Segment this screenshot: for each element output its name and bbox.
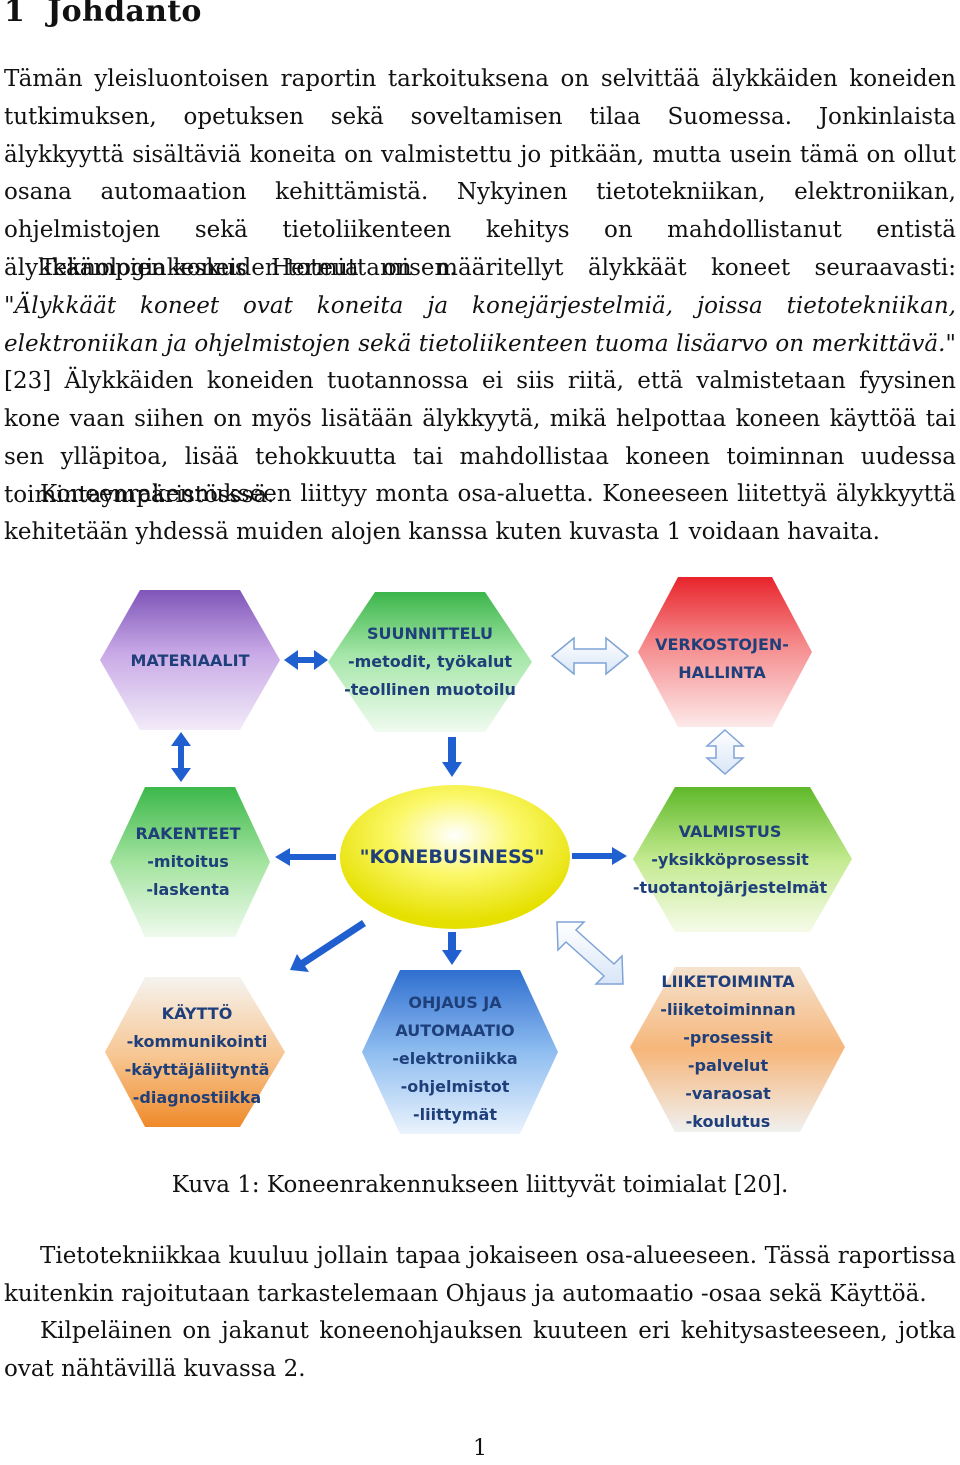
node-suunnittelu: SUUNNITTELU -metodit, työkalut -teolline… [328, 592, 532, 732]
arrow-suunnittelu-verkostojen [550, 636, 630, 676]
paragraph-scope-text: Tietotekniikkaa kuuluu jollain tapaa jok… [4, 1243, 956, 1307]
arrow-verkostojen-valmistus [705, 728, 745, 776]
definition-rest: [23] Älykkäiden koneiden tuotannossa ei … [4, 368, 956, 508]
arrows-hollow [550, 636, 745, 985]
kaytto-title: KÄYTTÖ [162, 1004, 233, 1023]
node-valmistus: VALMISTUS -yksikköprosessit -tuotantojär… [633, 787, 852, 932]
node-konebusiness: "KONEBUSINESS" [340, 785, 570, 929]
suunnittelu-title: SUUNNITTELU [367, 624, 493, 643]
suunnittelu-item-2: -teollinen muotoilu [344, 680, 516, 699]
paragraph-intro-text: Tämän yleisluontoisen raportin tarkoituk… [4, 66, 956, 281]
paragraph-kilpelainen: Kilpeläinen on jakanut koneenohjauksen k… [4, 1313, 956, 1389]
rakenteet-title: RAKENTEET [135, 824, 240, 843]
page-number: 1 [473, 1436, 487, 1461]
liiketoiminta-item-1: -liiketoiminnan [660, 1000, 795, 1019]
paragraph-areas-text: Koneenrakennukseen liittyy monta osa-alu… [4, 481, 956, 545]
paragraph-intro: Tämän yleisluontoisen raportin tarkoituk… [4, 61, 956, 288]
node-ohjaus: OHJAUS JA AUTOMAATIO -elektroniikka -ohj… [362, 970, 558, 1134]
paragraph-scope: Tietotekniikkaa kuuluu jollain tapaa jok… [4, 1238, 956, 1314]
paragraph-definition: Teknologiakeskus Hermia on määritellyt ä… [4, 250, 956, 515]
rakenteet-item-2: -laskenta [146, 880, 229, 899]
liiketoiminta-title: LIIKETOIMINTA [661, 972, 795, 991]
arrow-center-ohjaus [442, 932, 462, 965]
liiketoiminta-item-2: -prosessit [683, 1028, 773, 1047]
suunnittelu-item-1: -metodit, työkalut [348, 652, 512, 671]
node-kaytto: KÄYTTÖ -kommunikointi -käyttäjäliityntä … [105, 977, 285, 1127]
arrow-center-valmistus [572, 847, 627, 865]
arrow-suunnittelu-center [442, 737, 462, 777]
ohjaus-item-3: -liittymät [413, 1105, 497, 1124]
paragraph-kilpelainen-text: Kilpeläinen on jakanut koneenohjauksen k… [4, 1318, 956, 1382]
kaytto-item-3: -diagnostiikka [133, 1088, 261, 1107]
arrow-center-liiketoiminta [556, 921, 624, 985]
rakenteet-item-1: -mitoitus [147, 852, 228, 871]
section-heading: 1 Johdanto [4, 0, 202, 29]
liiketoiminta-item-4: -varaosat [685, 1084, 771, 1103]
ohjaus-item-1: -elektroniikka [392, 1049, 517, 1068]
verkostojen-title-2: HALLINTA [678, 663, 766, 682]
paragraph-areas: Koneenrakennukseen liittyy monta osa-alu… [4, 476, 956, 552]
verkostojen-title-1: VERKOSTOJEN- [655, 635, 789, 654]
koneenrakennus-diagram: MATERIAALIT SUUNNITTELU -metodit, työkal… [100, 577, 852, 1134]
arrow-center-rakenteet [275, 848, 336, 866]
valmistus-title: VALMISTUS [679, 822, 782, 841]
konebusiness-label: "KONEBUSINESS" [360, 846, 545, 868]
ohjaus-title-1: OHJAUS JA [408, 993, 502, 1012]
valmistus-item-1: -yksikköprosessit [651, 850, 809, 869]
arrow-materiaalit-suunnittelu [284, 650, 328, 670]
valmistus-item-2: -tuotantojärjestelmät [633, 878, 828, 897]
ohjaus-item-2: -ohjelmistot [401, 1077, 510, 1096]
node-verkostojenhallinta: VERKOSTOJEN- HALLINTA [638, 577, 812, 727]
kaytto-item-1: -kommunikointi [127, 1032, 268, 1051]
section-title: Johdanto [47, 0, 202, 29]
kaytto-item-2: -käyttäjäliityntä [125, 1060, 270, 1079]
definition-lead: Teknologiakeskus Hermia on määritellyt ä… [40, 255, 956, 281]
figure-caption: Kuva 1: Koneenrakennukseen liittyvät toi… [171, 1172, 789, 1198]
arrow-materiaalit-rakenteet [171, 732, 191, 782]
node-rakenteet: RAKENTEET -mitoitus -laskenta [110, 787, 270, 937]
liiketoiminta-item-5: -koulutus [686, 1112, 771, 1131]
node-materiaalit: MATERIAALIT [100, 590, 280, 730]
materiaalit-label: MATERIAALIT [130, 651, 249, 670]
arrows-solid [171, 650, 627, 972]
section-number: 1 [4, 0, 26, 29]
node-liiketoiminta: LIIKETOIMINTA -liiketoiminnan -prosessit… [630, 967, 845, 1132]
ohjaus-title-2: AUTOMAATIO [395, 1021, 514, 1040]
arrow-center-kaytto [290, 920, 366, 972]
liiketoiminta-item-3: -palvelut [688, 1056, 769, 1075]
definition-quote: "Älykkäät koneet ovat koneita ja konejär… [4, 292, 956, 357]
